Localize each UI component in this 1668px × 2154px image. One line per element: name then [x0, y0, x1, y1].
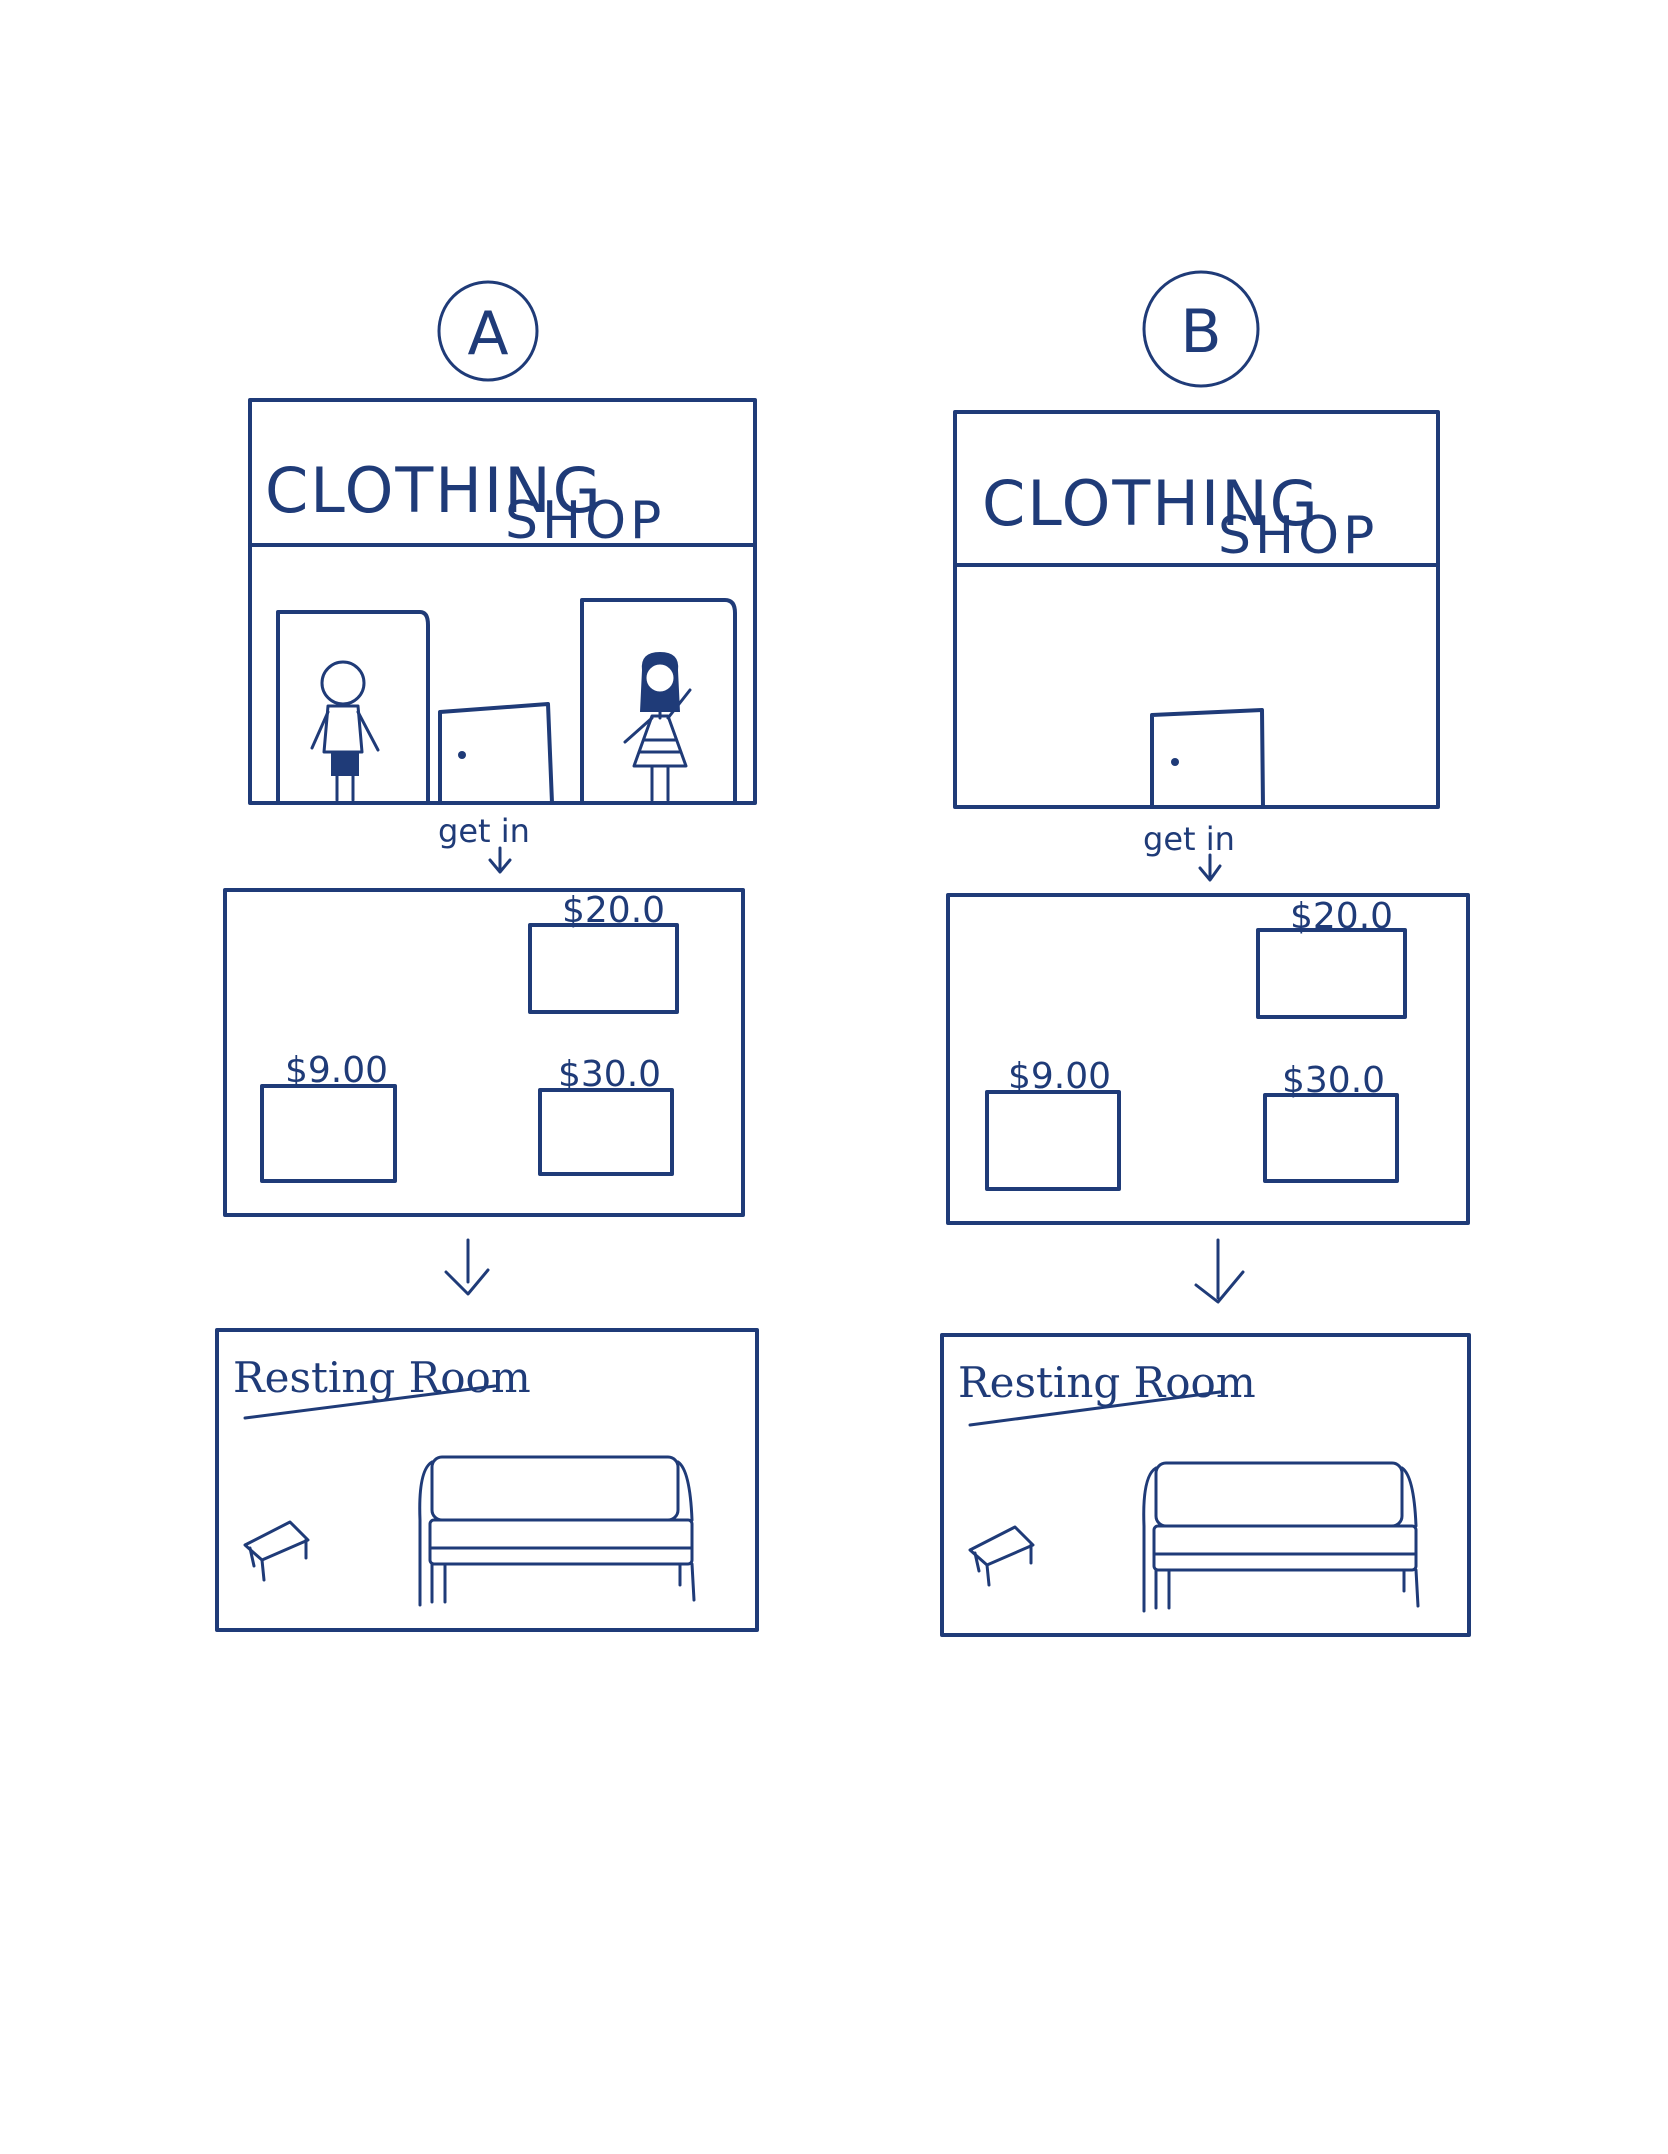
panel-b-down-arrow-icon	[1194, 1238, 1245, 1304]
sofa-icon	[418, 1455, 696, 1607]
panel-a-price-right: $30.0	[558, 1054, 661, 1095]
panel-b-rack-right	[1263, 1093, 1399, 1183]
panel-a-price-top: $20.0	[562, 890, 665, 931]
panel-a-rack-top	[528, 923, 679, 1014]
panel-b-storefront	[953, 410, 1440, 809]
panel-a-door-knob	[458, 751, 466, 759]
panel-a-resting-room	[215, 1328, 759, 1632]
panel-b-get-in-arrow-icon	[1198, 853, 1222, 882]
panel-a-shop-sign-line2: SHOP	[505, 491, 665, 551]
girl-figure-icon	[623, 652, 692, 802]
panel-a-get-in-arrow-icon	[488, 846, 512, 874]
panel-b-entrance-door	[1150, 708, 1265, 809]
panel-b-room-title-underline	[968, 1390, 1222, 1427]
panel-b-price-left: $9.00	[1008, 1056, 1111, 1097]
panel-a-label: A	[467, 299, 508, 369]
panel-b-room-title: Resting Room	[958, 1358, 1256, 1407]
panel-a-rack-right	[538, 1088, 674, 1176]
panel-b-shop-sign-line2: SHOP	[1218, 506, 1378, 566]
panel-b-price-top: $20.0	[1290, 896, 1393, 937]
panel-b-get-in-label: get in	[1143, 820, 1235, 858]
panel-b-shop-sign-line1: CLOTHING	[982, 467, 1320, 540]
panel-a-storefront	[248, 398, 757, 805]
panel-a-entrance-door	[438, 702, 554, 805]
panel-b-price-right: $30.0	[1282, 1060, 1385, 1101]
panel-a-shop-sign-line1: CLOTHING	[265, 454, 603, 527]
panel-a-shop-interior	[223, 888, 745, 1217]
panel-b-resting-room	[940, 1333, 1471, 1637]
panel-b-label: B	[1180, 297, 1221, 367]
panel-a-label-circle	[437, 280, 539, 382]
panel-a-price-left: $9.00	[285, 1050, 388, 1091]
panel-a-room-title: Resting Room	[233, 1353, 531, 1402]
panel-a-down-arrow-icon	[444, 1238, 490, 1296]
panel-b-label-circle	[1142, 270, 1260, 388]
panel-a-right-window	[580, 598, 737, 805]
panel-a: A CLOTHING SHOP	[215, 280, 759, 1632]
panel-a-rack-left	[260, 1084, 397, 1183]
panel-b-rack-top	[1256, 928, 1407, 1019]
panel-b-shop-interior	[946, 893, 1470, 1225]
stool-icon	[243, 1520, 310, 1582]
stool-icon	[968, 1525, 1035, 1587]
panel-a-room-title-underline	[243, 1384, 497, 1420]
panel-b-rack-left	[985, 1090, 1121, 1191]
panel-b: B CLOTHING SHOP get in $20.0 $9.00 $30.0…	[940, 270, 1471, 1637]
boy-figure-icon	[310, 660, 380, 802]
panel-a-left-window	[276, 610, 430, 805]
sofa-icon	[1142, 1461, 1420, 1613]
panel-b-door-knob	[1171, 758, 1179, 766]
panel-a-get-in-label: get in	[438, 812, 530, 850]
